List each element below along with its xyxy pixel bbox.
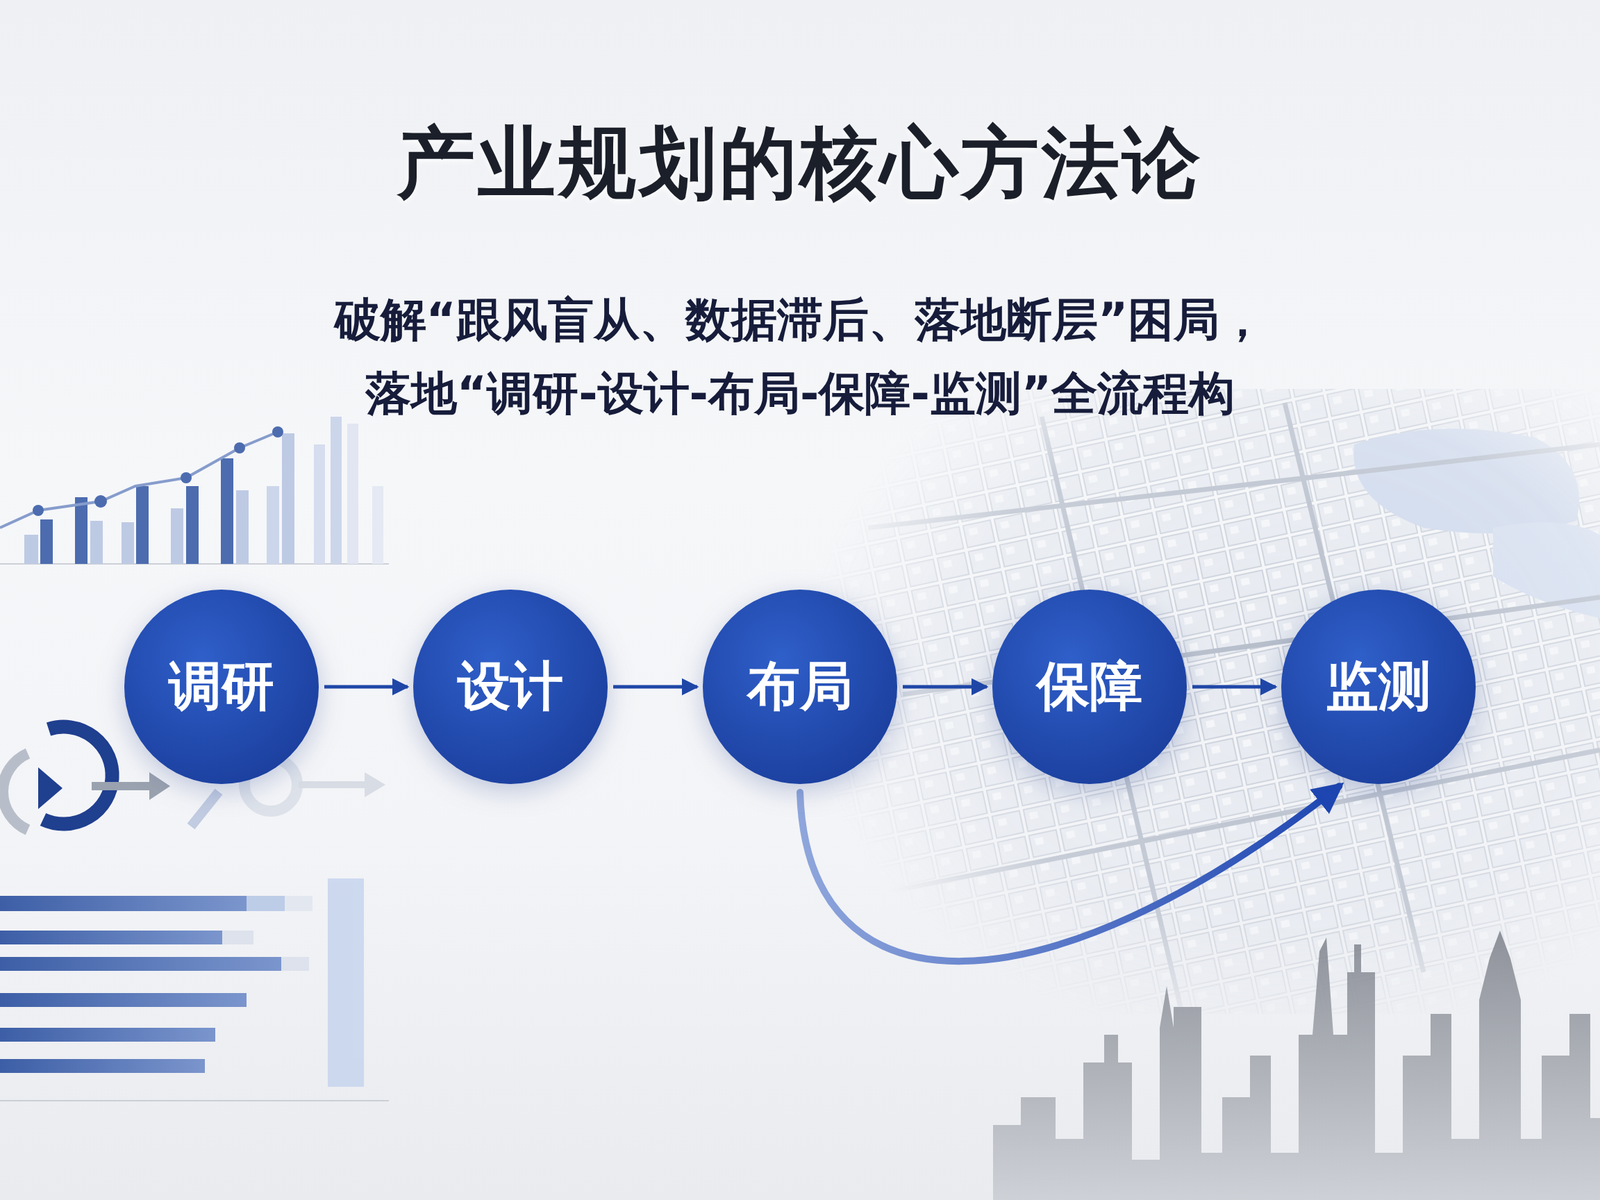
process-circle: 布局: [702, 589, 898, 785]
process-circle: 监测: [1281, 589, 1476, 785]
subtitle-text: 破解“跟风盲从、数据滞后、落地断层”困局， 落地“调研-设计-布局-保障-监测”…: [306, 283, 1294, 430]
node-label: 监测: [1281, 589, 1476, 785]
node-label: 调研: [124, 589, 319, 785]
node-label: 保障: [992, 589, 1187, 785]
process-circle: 调研: [124, 589, 319, 785]
flow-arrow: [324, 685, 408, 689]
flow-arrow: [800, 786, 1339, 962]
flow-arrow: [613, 685, 698, 689]
city-map: [798, 388, 1600, 1014]
process-circle: 设计: [413, 589, 608, 785]
process-circle: 保障: [992, 589, 1187, 785]
node-label: 设计: [413, 589, 608, 785]
node-label: 布局: [702, 589, 898, 785]
flow-arrow: [902, 685, 987, 689]
city-skyline: [993, 930, 1600, 1200]
flow-arrow: [1192, 685, 1276, 689]
bar-chart: [0, 416, 389, 564]
horizontal-bar-chart: [0, 878, 389, 1101]
diagram-title: 产业规划的核心方法论: [0, 111, 1600, 216]
